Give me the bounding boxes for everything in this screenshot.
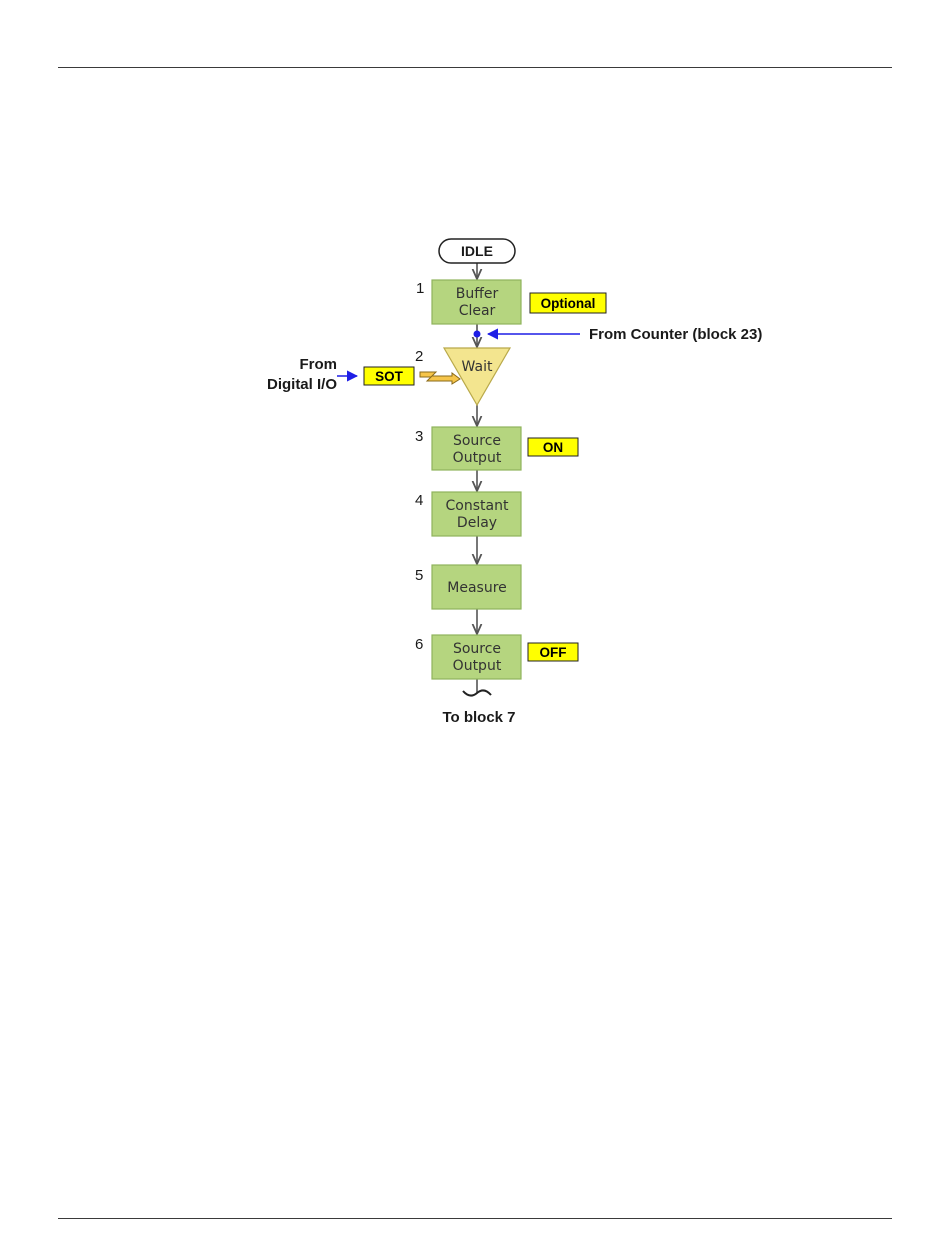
digital-io-label-line-1: From bbox=[300, 356, 338, 373]
block-6-line-2: Output bbox=[453, 658, 502, 674]
end-label: To block 7 bbox=[442, 709, 515, 726]
block-1-line-1: Buffer bbox=[456, 286, 499, 302]
tag-optional-label: Optional bbox=[541, 296, 596, 311]
block-3-number: 3 bbox=[415, 428, 423, 445]
digital-io-label-line-2: Digital I/O bbox=[267, 376, 337, 393]
block-4-number: 4 bbox=[415, 492, 423, 509]
block-1-number: 1 bbox=[416, 280, 424, 297]
block-3-line-2: Output bbox=[453, 450, 502, 466]
block-6-number: 6 bbox=[415, 636, 423, 653]
block-4-line-1: Constant bbox=[446, 498, 509, 514]
block-5-line-1: Measure bbox=[447, 580, 507, 596]
block-3-line-1: Source bbox=[453, 433, 501, 449]
tag-sot-label: SOT bbox=[375, 369, 404, 384]
tag-on-label: ON bbox=[543, 440, 563, 455]
block-6-line-1: Source bbox=[453, 641, 501, 657]
tag-off-label: OFF bbox=[540, 645, 567, 660]
block-5-number: 5 bbox=[415, 567, 423, 584]
block-2-number: 2 bbox=[415, 348, 423, 365]
trigger-bolt-icon bbox=[420, 372, 460, 384]
counter-junction-dot bbox=[474, 331, 481, 338]
block-1-line-2: Clear bbox=[459, 303, 496, 319]
block-2-line-1: Wait bbox=[462, 359, 493, 375]
block-4-line-2: Delay bbox=[457, 515, 497, 531]
counter-input-label: From Counter (block 23) bbox=[589, 326, 762, 343]
idle-label: IDLE bbox=[461, 243, 493, 259]
